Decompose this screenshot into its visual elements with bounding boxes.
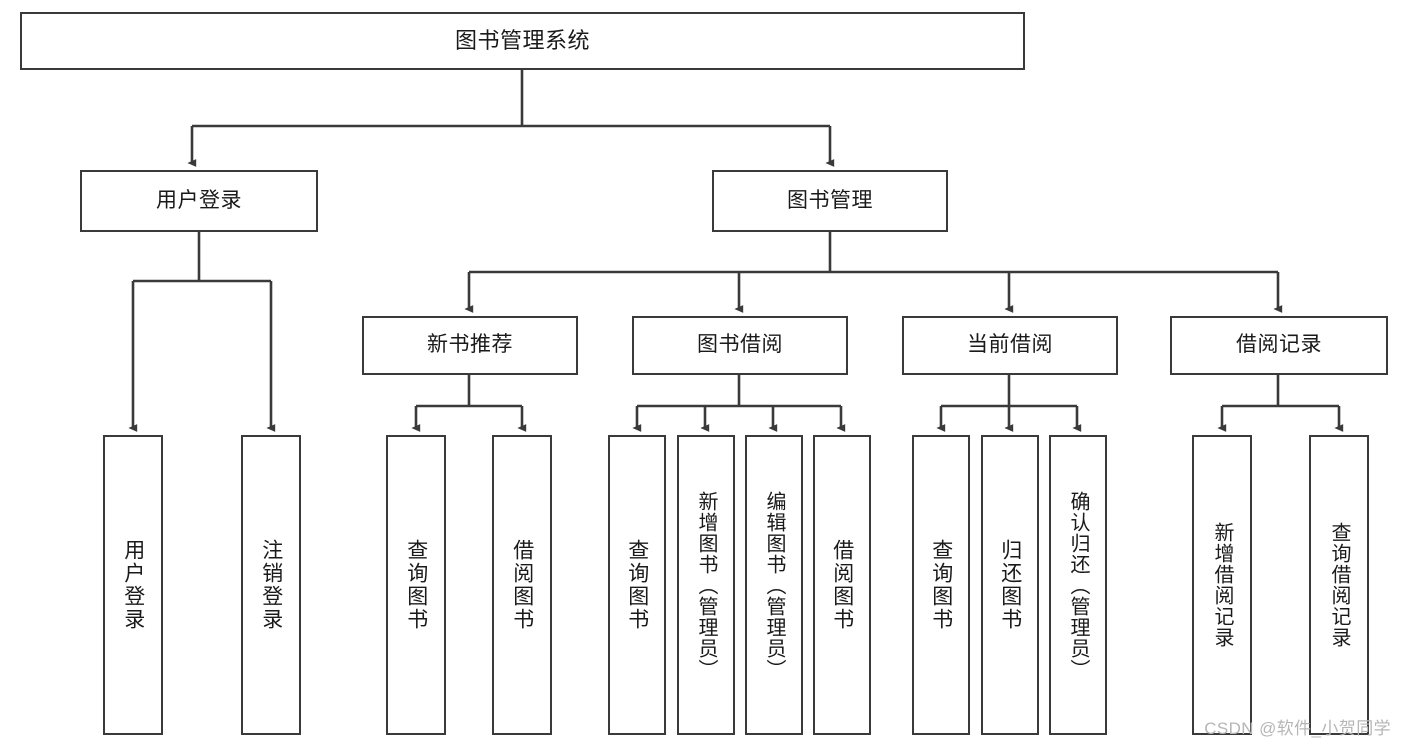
- node-book-management[interactable]: 图书管理: [712, 170, 948, 232]
- node-label: 用户登录: [156, 188, 242, 212]
- node-label: 借阅图书: [510, 539, 534, 631]
- node-label: 图书管理系统: [454, 28, 590, 54]
- node-leaf-confirm-return-admin[interactable]: 确认归还（管理员）: [1049, 435, 1107, 735]
- node-leaf-borrow-book-recommend[interactable]: 借阅图书: [492, 435, 552, 735]
- node-leaf-query-book-recommend[interactable]: 查询图书: [386, 435, 446, 735]
- node-leaf-query-borrow-record[interactable]: 查询借阅记录: [1309, 435, 1369, 735]
- node-label: 新增借阅记录: [1211, 522, 1233, 648]
- node-label: 图书借阅: [697, 333, 783, 357]
- node-leaf-user-login[interactable]: 用户登录: [103, 435, 163, 735]
- node-root-book-management-system[interactable]: 图书管理系统: [20, 12, 1025, 70]
- node-leaf-add-book-admin[interactable]: 新增图书（管理员）: [677, 435, 735, 735]
- node-book-borrow[interactable]: 图书借阅: [632, 316, 848, 375]
- node-new-book-recommend[interactable]: 新书推荐: [362, 316, 578, 375]
- node-label: 新增图书（管理员）: [695, 490, 717, 680]
- watermark: CSDN @软件_小贺同学: [1204, 719, 1391, 738]
- node-current-borrow[interactable]: 当前借阅: [902, 316, 1118, 375]
- node-label: 查询图书: [404, 539, 428, 631]
- node-label: 借阅图书: [830, 539, 854, 631]
- node-label: 确认归还（管理员）: [1067, 490, 1089, 680]
- node-leaf-query-book-borrow[interactable]: 查询图书: [608, 435, 666, 735]
- node-label: 注销登录: [259, 539, 283, 631]
- node-label: 编辑图书（管理员）: [763, 490, 785, 680]
- node-leaf-query-book-current[interactable]: 查询图书: [912, 435, 970, 735]
- node-label: 当前借阅: [967, 333, 1053, 357]
- node-label: 查询图书: [625, 539, 649, 631]
- node-label: 查询借阅记录: [1328, 522, 1350, 648]
- node-borrow-record[interactable]: 借阅记录: [1170, 316, 1388, 375]
- node-leaf-borrow-book[interactable]: 借阅图书: [813, 435, 871, 735]
- node-label: 用户登录: [121, 539, 145, 631]
- node-leaf-add-borrow-record[interactable]: 新增借阅记录: [1192, 435, 1252, 735]
- node-leaf-edit-book-admin[interactable]: 编辑图书（管理员）: [745, 435, 803, 735]
- node-user-login[interactable]: 用户登录: [80, 170, 318, 232]
- node-label: 借阅记录: [1236, 333, 1322, 357]
- node-leaf-return-book[interactable]: 归还图书: [981, 435, 1039, 735]
- node-label: 图书管理: [787, 188, 873, 212]
- node-label: 查询图书: [929, 539, 953, 631]
- node-label: 归还图书: [998, 539, 1022, 631]
- node-label: 新书推荐: [427, 333, 513, 357]
- node-leaf-logout[interactable]: 注销登录: [241, 435, 301, 735]
